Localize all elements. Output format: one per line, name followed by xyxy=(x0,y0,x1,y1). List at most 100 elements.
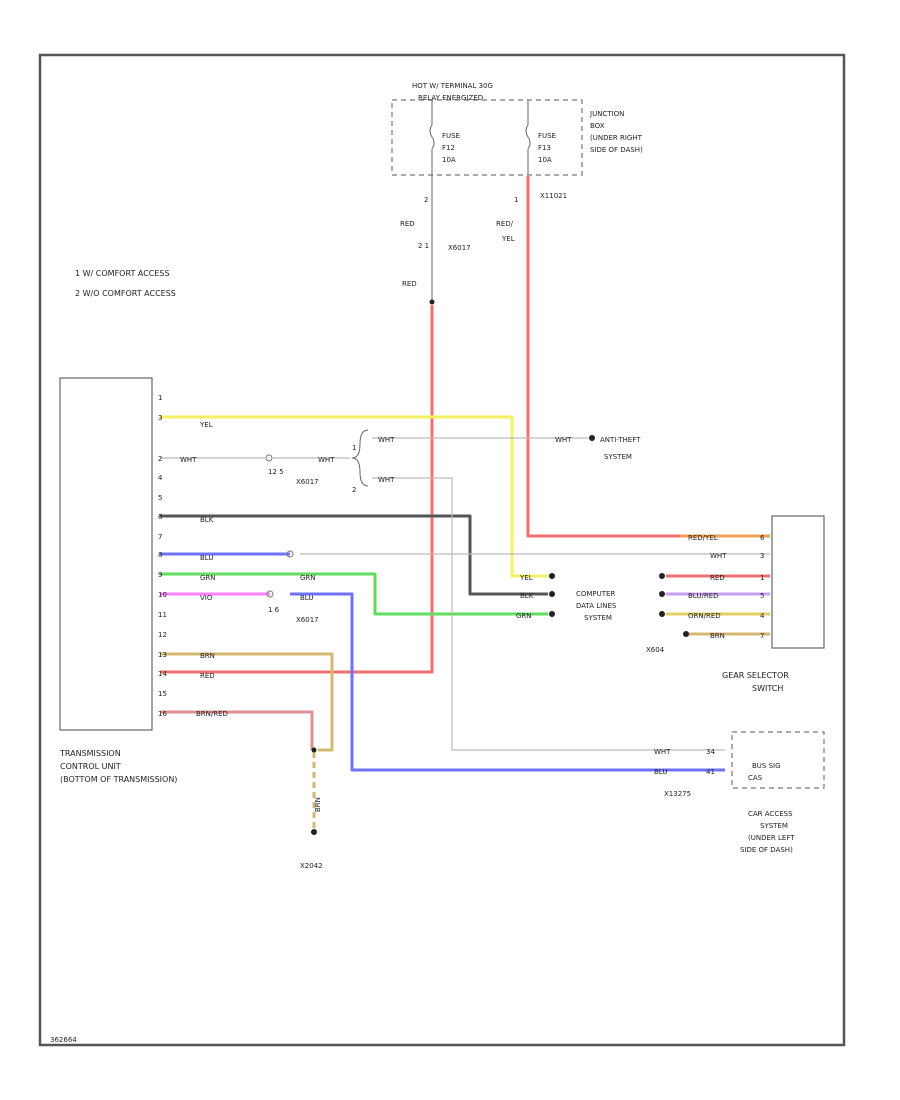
gear-pins: 6 3 1 5 4 7 xyxy=(760,534,765,640)
fuse-f13-rating: 10A xyxy=(538,156,552,164)
car-access-outline xyxy=(731,731,825,789)
ground-x2042-label: X2042 xyxy=(300,862,323,870)
tcu-pin: 16 xyxy=(158,710,167,718)
gear-pin: 4 xyxy=(760,612,765,620)
tcu-pin: 3 xyxy=(158,414,162,422)
anti-theft-1: ANTI-THEFT xyxy=(600,436,641,444)
gear-ground-dot xyxy=(683,631,689,637)
junction-header-2: RELAY ENERGIZED xyxy=(418,94,483,102)
car-access-inner-1: BUS SIG xyxy=(752,762,781,770)
label-yel: YEL xyxy=(199,421,213,429)
gear-pin: 5 xyxy=(760,592,764,600)
tcu-pin: 15 xyxy=(158,690,167,698)
gear-wire-label: BRN xyxy=(710,632,725,640)
junction-header-1: HOT W/ TERMINAL 30G xyxy=(412,82,493,90)
label-ground-brn: BRN xyxy=(314,797,322,812)
label-wht-anti: WHT xyxy=(555,436,572,444)
gear-wire-label: BLU/RED xyxy=(688,592,719,600)
wire-blk xyxy=(160,514,548,596)
fuse-f12-name: FUSE xyxy=(442,132,460,140)
tcu-pin: 10 xyxy=(158,591,167,599)
tcu-label-2: CONTROL UNIT xyxy=(60,762,121,771)
junction-connector-b: X11021 xyxy=(540,192,567,200)
gear-label-1: GEAR SELECTOR xyxy=(722,671,789,680)
wire-red-tcu xyxy=(160,305,434,674)
splice-red xyxy=(429,299,435,305)
cdl-dot xyxy=(659,611,665,617)
gear-pin: 7 xyxy=(760,632,764,640)
note-2: 2 W/O COMFORT ACCESS xyxy=(75,289,176,298)
tcu-pin: 4 xyxy=(158,474,163,482)
cdl-yel: YEL xyxy=(519,574,533,582)
tcu-pin: 1 xyxy=(158,394,162,402)
ground-x2042-dot xyxy=(311,829,317,835)
junction-pin-b: 1 xyxy=(514,196,518,204)
tcu-pins: 1 3 2 4 5 6 7 8 9 10 11 12 13 14 15 16 xyxy=(158,394,167,718)
car-label-3: (UNDER LEFT xyxy=(748,834,795,842)
tcu-pin: 2 xyxy=(158,455,162,463)
fuse-f12-rating: 10A xyxy=(442,156,456,164)
fuse-f12-id: F12 xyxy=(442,144,455,152)
label-x6017: X6017 xyxy=(448,244,471,252)
cdl-grn: GRN xyxy=(516,612,532,620)
label-brn-red: BRN/RED xyxy=(196,710,228,718)
label-red-yel-1: RED/ xyxy=(496,220,514,228)
branch-2: 2 xyxy=(352,486,356,494)
label-grn: GRN xyxy=(200,574,216,582)
label-red-a2: RED xyxy=(402,280,417,288)
wire-brn-red xyxy=(160,710,314,750)
gear-selector-label: GEAR SELECTOR SWITCH xyxy=(722,671,789,693)
label-wht-branch-1: WHT xyxy=(378,436,395,444)
junction-box-label: JUNCTION BOX (UNDER RIGHT SIDE OF DASH) xyxy=(589,110,643,154)
label-wht-branch-2: WHT xyxy=(378,476,395,484)
gear-selector-switch xyxy=(771,515,825,649)
fuse-f13-id: F13 xyxy=(538,144,551,152)
fuse-f13-name: FUSE xyxy=(538,132,556,140)
label-x6018: X6017 xyxy=(296,616,319,624)
gear-pin: 6 xyxy=(760,534,765,542)
page-id: 362664 xyxy=(50,1036,77,1044)
computer-data-lines: YEL BLK GRN COMPUTER DATA LINES SYSTEM xyxy=(516,573,665,622)
label-x6018-pins: 1 6 xyxy=(268,606,280,614)
tcu-pin: 13 xyxy=(158,651,167,659)
gear-wire-labels: RED/YEL WHT RED BLU/RED ORN/RED BRN xyxy=(688,534,727,640)
car-label-1: CAR ACCESS xyxy=(748,810,793,818)
car-access-inner-2: CAS xyxy=(748,774,763,782)
junction-label-2: BOX xyxy=(590,122,605,130)
wire-brn xyxy=(160,652,334,752)
tcu-pin: 9 xyxy=(158,571,162,579)
transmission-control-unit xyxy=(59,377,153,731)
wire-blu-car xyxy=(290,592,725,772)
gear-wire-label: RED xyxy=(710,574,725,582)
tcu-pin: 6 xyxy=(158,513,163,521)
branch-1: 1 xyxy=(352,444,356,452)
gear-wire-label: ORN/RED xyxy=(688,612,721,620)
cdl-label-3: SYSTEM xyxy=(584,614,612,622)
gear-pin: 1 xyxy=(760,574,764,582)
blu-connector xyxy=(286,550,294,558)
car-wht-label: WHT xyxy=(654,748,671,756)
wire-wht-car xyxy=(372,477,725,751)
junction-box-outline xyxy=(391,99,583,176)
anti-theft-2: SYSTEM xyxy=(604,453,632,461)
tcu-label-1: TRANSMISSION xyxy=(59,749,121,758)
label-brn: BRN xyxy=(200,652,215,660)
branch-brace xyxy=(351,429,369,487)
diagram-frame xyxy=(38,53,846,1047)
tcu-pin: 12 xyxy=(158,631,167,639)
cdl-dot xyxy=(549,591,555,597)
gear-wire-label: RED/YEL xyxy=(688,534,718,542)
car-label-4: SIDE OF DASH) xyxy=(740,846,793,854)
tcu-label: TRANSMISSION CONTROL UNIT (BOTTOM OF TRA… xyxy=(59,749,177,784)
cdl-label-2: DATA LINES xyxy=(576,602,617,610)
label-wht-2: WHT xyxy=(318,456,335,464)
gear-ground-label: X604 xyxy=(646,646,665,654)
car-pin-34: 34 xyxy=(706,748,715,756)
label-wht-1: WHT xyxy=(180,456,197,464)
wht-connector xyxy=(265,454,273,462)
label-vio: VIO xyxy=(200,594,213,602)
fuse-f13: FUSE F13 10A xyxy=(525,100,556,175)
label-blk: BLK xyxy=(200,516,214,524)
wire-yel xyxy=(160,415,548,578)
car-blu-label: BLU xyxy=(654,768,667,776)
